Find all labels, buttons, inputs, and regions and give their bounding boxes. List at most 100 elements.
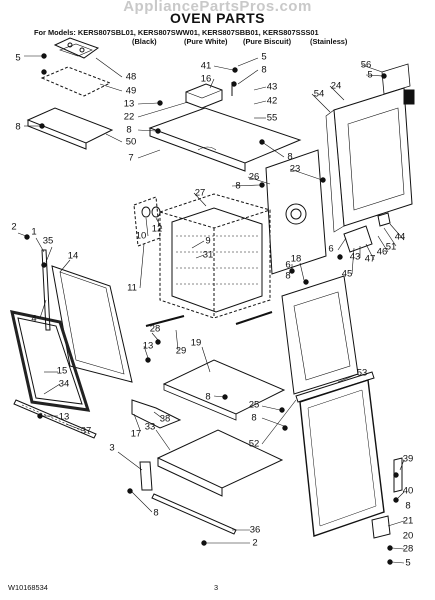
bracket-56 (381, 63, 415, 105)
ignition-module (185, 82, 233, 109)
callout-41: 41 (201, 61, 212, 72)
callout-24: 24 (331, 81, 342, 92)
callout-45: 45 (342, 269, 353, 280)
callout-16: 16 (201, 74, 212, 85)
door-outer-panel (299, 379, 385, 537)
document-number: W10168534 (8, 583, 48, 592)
callout-6: 6 (328, 244, 333, 255)
variant-stainless: (Stainless) (310, 37, 348, 46)
callout-13: 13 (59, 412, 70, 423)
callout-28: 28 (403, 544, 414, 555)
callout-40: 40 (403, 486, 414, 497)
top-bracket-assembly (53, 37, 100, 59)
callout-14: 14 (68, 251, 79, 262)
callout-27: 27 (195, 188, 206, 199)
oven-bottom-19 (162, 359, 286, 421)
callout-35: 35 (43, 236, 54, 247)
callout-50: 50 (126, 137, 137, 148)
callout-20: 20 (403, 531, 414, 542)
variant-black: (Black) (132, 37, 157, 46)
callout-23: 23 (290, 164, 301, 175)
callout-43: 43 (267, 82, 278, 93)
callout-5: 5 (15, 53, 20, 64)
callout-26: 26 (249, 172, 260, 183)
callout-13: 13 (143, 341, 154, 352)
bracket-3 (139, 461, 153, 491)
callout-3: 3 (109, 443, 114, 454)
callout-7: 7 (128, 153, 133, 164)
callout-22: 22 (124, 112, 135, 123)
callout-49: 49 (126, 86, 137, 97)
callout-11: 11 (127, 283, 137, 294)
callout-8: 8 (251, 413, 256, 424)
callout-4: 4 (31, 314, 36, 325)
callout-52: 52 (249, 439, 260, 450)
callout-17: 17 (131, 429, 142, 440)
callout-25: 25 (249, 400, 260, 411)
callout-labels: 5484985041581643425513228724545658232627… (11, 52, 413, 569)
callout-29: 29 (176, 346, 187, 357)
hinge-39 (393, 457, 403, 493)
panel-50 (26, 107, 114, 150)
callout-28: 28 (150, 324, 161, 335)
leader-lines (17, 55, 405, 564)
callout-8: 8 (205, 392, 210, 403)
callout-10: 10 (136, 231, 147, 242)
callout-5: 5 (367, 70, 372, 81)
callout-8: 8 (235, 181, 240, 192)
callout-8: 8 (126, 125, 131, 136)
rear-panel-26 (265, 149, 327, 275)
callout-56: 56 (361, 60, 372, 71)
callout-36: 36 (250, 525, 261, 536)
callout-2: 2 (252, 538, 257, 549)
door-gasket-15 (10, 310, 91, 412)
oven-liner-insulation (159, 193, 271, 319)
callout-15: 15 (57, 366, 68, 377)
oven-cavity-9 (171, 207, 263, 313)
diagram-title: OVEN PARTS (170, 10, 265, 26)
callout-47: 47 (365, 254, 376, 265)
callout-39: 39 (403, 454, 414, 465)
callout-42: 42 (267, 96, 278, 107)
screws (24, 53, 399, 565)
callout-46: 46 (377, 247, 388, 258)
model-list: For Models: KERS807SBL01, KERS807SWW01, … (34, 28, 347, 46)
callout-33: 33 (145, 422, 156, 433)
bracket-38 (131, 399, 182, 429)
callout-8: 8 (405, 501, 410, 512)
door-inner-panel (281, 275, 359, 395)
callout-13: 13 (124, 99, 135, 110)
callout-54: 54 (314, 89, 325, 100)
model-numbers: For Models: KERS807SBL01, KERS807SWW01, … (34, 28, 319, 37)
callout-8: 8 (287, 152, 292, 163)
callout-19: 19 (191, 338, 202, 349)
insulation-panel-49 (40, 66, 112, 97)
door-trim-53 (295, 371, 375, 403)
callout-8: 8 (261, 65, 266, 76)
callout-6: 6 (285, 260, 290, 271)
trim-strip-37 (13, 399, 97, 439)
callout-8: 8 (153, 508, 158, 519)
terminal-block (343, 212, 391, 253)
callout-12: 12 (152, 224, 163, 235)
callout-31: 31 (203, 250, 214, 261)
callout-48: 48 (126, 72, 137, 83)
storage-drawer-33 (156, 429, 284, 497)
variant-pure-white: (Pure White) (184, 37, 228, 46)
callout-5: 5 (261, 52, 266, 63)
callout-21: 21 (403, 516, 414, 527)
callout-44: 44 (395, 232, 406, 243)
callout-38: 38 (160, 414, 171, 425)
callout-53: 53 (357, 368, 368, 379)
top-panel-7 (148, 107, 302, 172)
hinge-21 (371, 515, 391, 539)
model-variants: (Black) (Pure White) (Pure Biscuit) (Sta… (34, 37, 347, 46)
callout-8: 8 (285, 271, 290, 282)
callout-34: 34 (59, 379, 70, 390)
callout-5: 5 (405, 558, 410, 569)
callout-1: 1 (31, 227, 36, 238)
trim-strip-36 (151, 493, 237, 535)
callout-8: 8 (15, 122, 20, 133)
